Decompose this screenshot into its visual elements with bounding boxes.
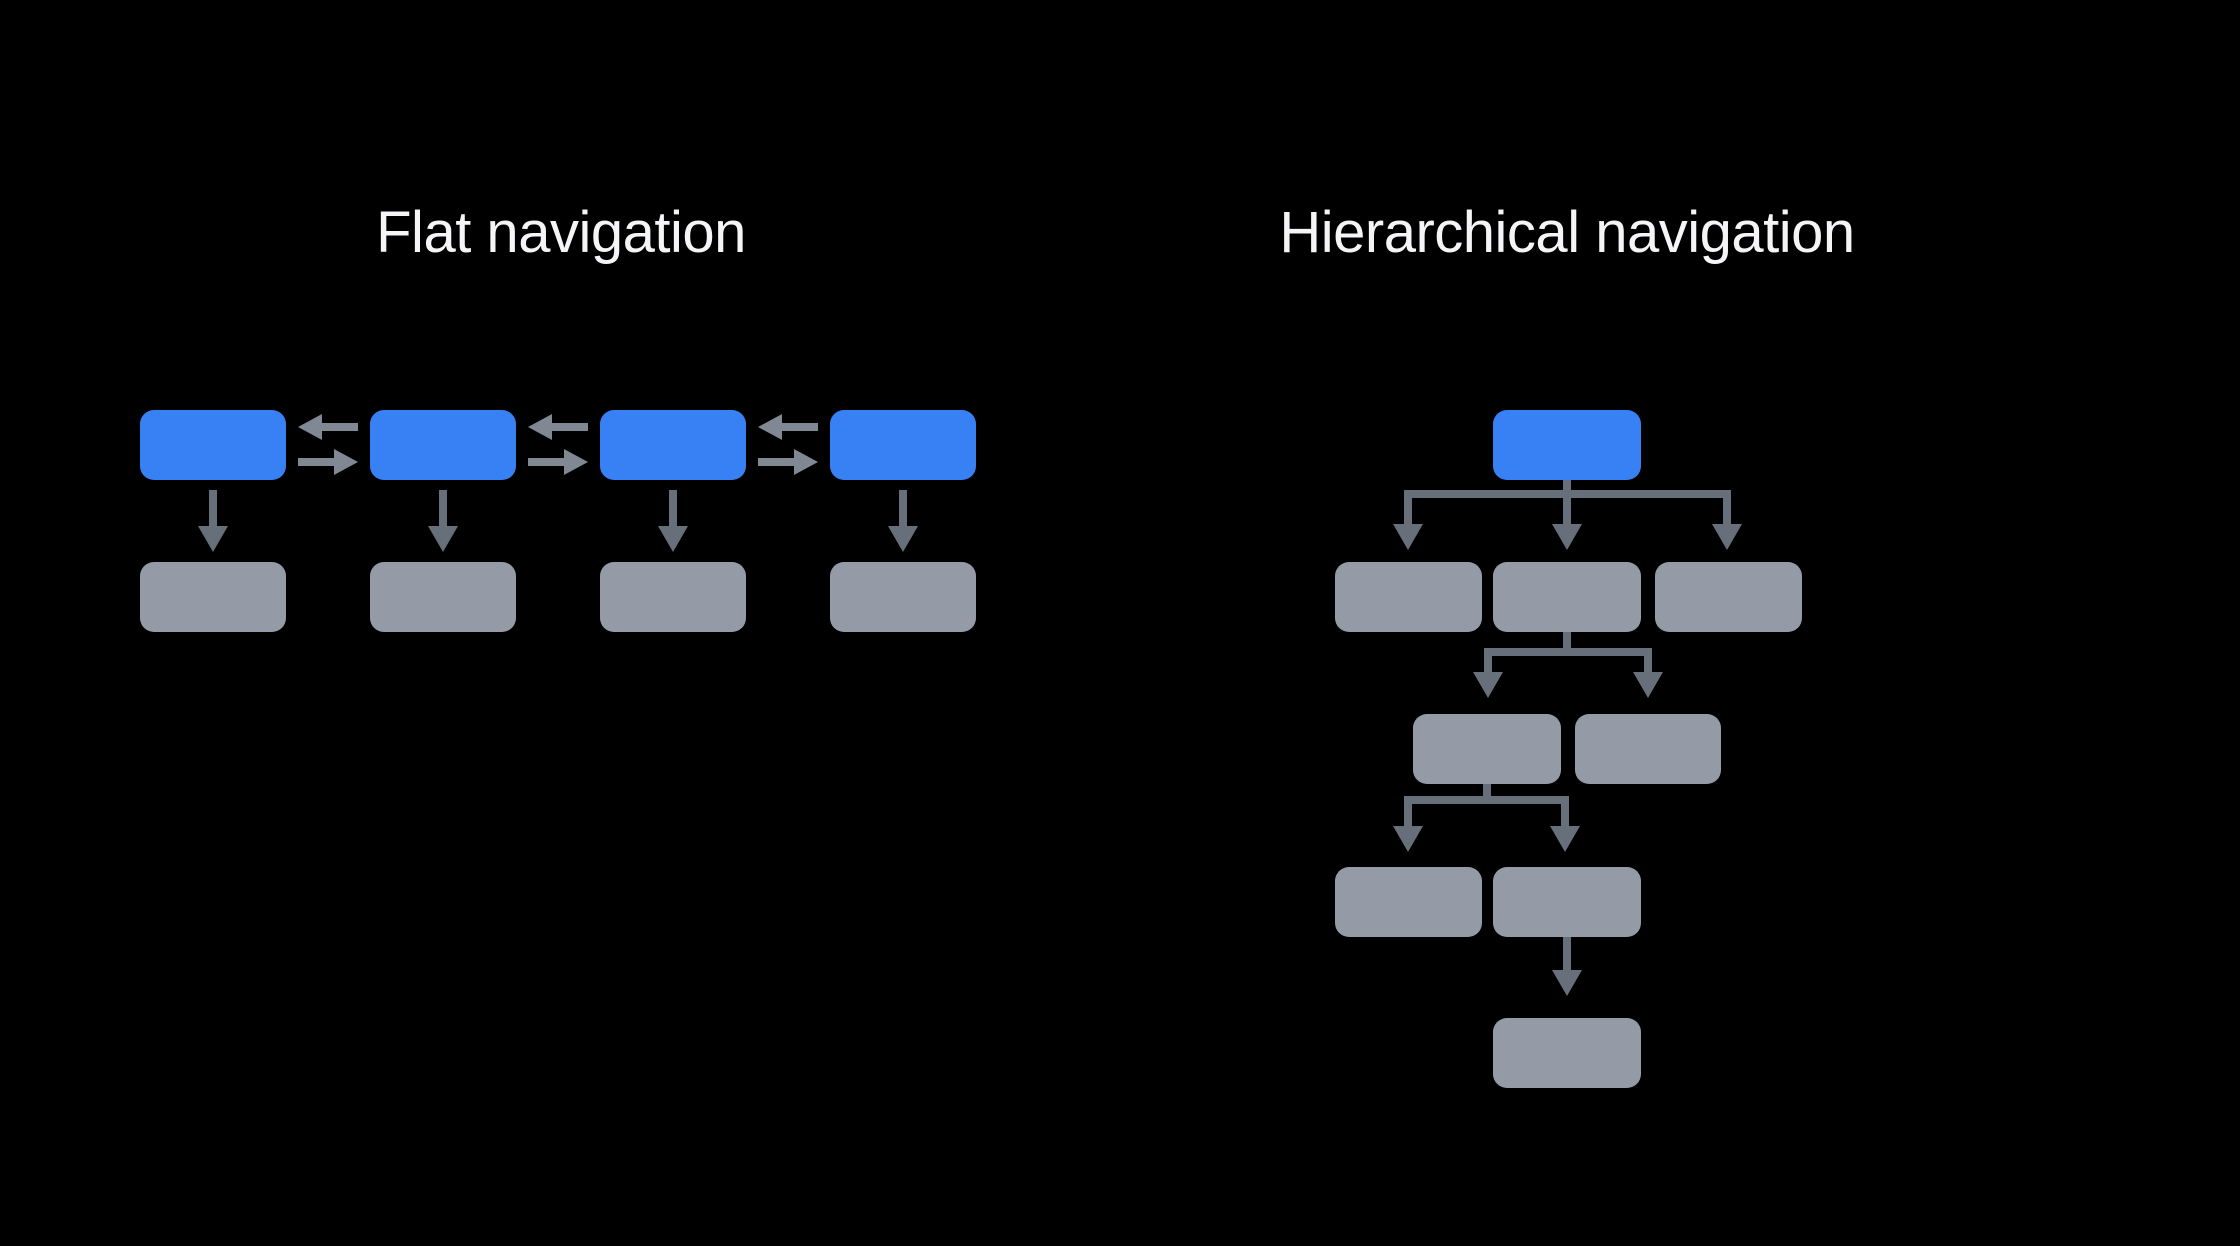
flat-down-arrow-4-shaft — [899, 490, 907, 528]
hier-level2-node-1 — [1413, 714, 1561, 784]
hier-connector-3-stub — [1483, 784, 1491, 804]
flat-left-arrow-1-shaft — [322, 423, 358, 431]
hier-connector-1-drop-left — [1404, 498, 1412, 524]
hierarchical-navigation-title: Hierarchical navigation — [1279, 200, 1855, 265]
flat-down-arrow-3-head-icon — [658, 526, 688, 552]
flat-left-arrow-3-shaft — [782, 423, 818, 431]
flat-page-node-3 — [600, 410, 746, 480]
flat-child-node-1 — [140, 562, 286, 632]
hier-connector-4-head-icon — [1552, 970, 1582, 996]
flat-right-arrow-2-head-icon — [564, 449, 588, 475]
flat-navigation-title: Flat navigation — [376, 200, 746, 265]
hier-level4-node-1 — [1493, 1018, 1641, 1088]
hier-level3-node-1 — [1335, 867, 1482, 937]
hier-connector-2-head-left-icon — [1473, 672, 1503, 698]
flat-right-arrow-3-shaft — [758, 458, 794, 466]
hier-level1-node-3 — [1655, 562, 1802, 632]
flat-left-arrow-2-head-icon — [528, 414, 552, 440]
flat-right-arrow-2-shaft — [528, 458, 564, 466]
hier-connector-1-drop-right — [1723, 498, 1731, 524]
hier-connector-3-head-right-icon — [1550, 826, 1580, 852]
hier-connector-3-drop-left — [1404, 804, 1412, 828]
hier-connector-2-hline — [1484, 648, 1652, 656]
flat-left-arrow-3-head-icon — [758, 414, 782, 440]
flat-down-arrow-2-head-icon — [428, 526, 458, 552]
hier-connector-1-head-right-icon — [1712, 524, 1742, 550]
hier-level1-node-2 — [1493, 562, 1641, 632]
flat-page-node-2 — [370, 410, 516, 480]
hier-connector-3-drop-right — [1561, 804, 1569, 828]
hier-connector-2-stub — [1563, 632, 1571, 656]
flat-child-node-4 — [830, 562, 976, 632]
flat-left-arrow-2-shaft — [552, 423, 588, 431]
hier-connector-1-head-mid-icon — [1552, 524, 1582, 550]
flat-page-node-4 — [830, 410, 976, 480]
hier-level3-node-2 — [1493, 867, 1641, 937]
hier-connector-1-head-left-icon — [1393, 524, 1423, 550]
hier-level1-node-1 — [1335, 562, 1482, 632]
hier-connector-1-stub — [1563, 480, 1571, 498]
hier-level2-node-2 — [1575, 714, 1721, 784]
hier-connector-1-hline — [1404, 490, 1731, 498]
hier-connector-4-shaft — [1563, 937, 1571, 972]
hier-connector-2-drop-left — [1484, 656, 1492, 674]
flat-right-arrow-3-head-icon — [794, 449, 818, 475]
flat-left-arrow-1-head-icon — [298, 414, 322, 440]
hier-root-node — [1493, 410, 1641, 480]
flat-down-arrow-1-head-icon — [198, 526, 228, 552]
flat-child-node-2 — [370, 562, 516, 632]
hier-connector-2-head-right-icon — [1633, 672, 1663, 698]
hier-connector-3-hline — [1404, 796, 1569, 804]
flat-down-arrow-2-shaft — [439, 490, 447, 528]
flat-down-arrow-1-shaft — [209, 490, 217, 528]
hier-connector-2-drop-right — [1644, 656, 1652, 674]
flat-right-arrow-1-shaft — [298, 458, 334, 466]
hier-connector-3-head-left-icon — [1393, 826, 1423, 852]
flat-down-arrow-3-shaft — [669, 490, 677, 528]
hier-connector-1-drop-mid — [1563, 498, 1571, 524]
flat-down-arrow-4-head-icon — [888, 526, 918, 552]
flat-right-arrow-1-head-icon — [334, 449, 358, 475]
flat-page-node-1 — [140, 410, 286, 480]
flat-child-node-3 — [600, 562, 746, 632]
